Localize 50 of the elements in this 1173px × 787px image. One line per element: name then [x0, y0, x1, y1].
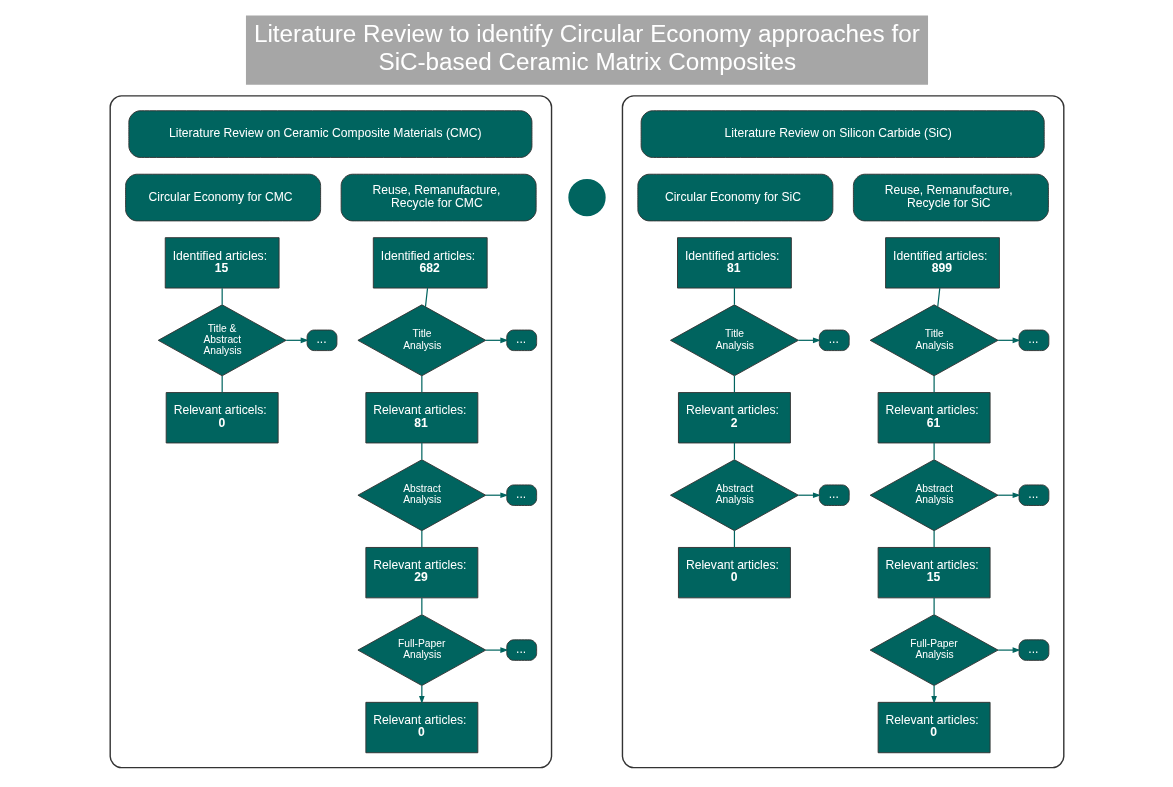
node-box: Relevant articles: 81 [364, 392, 478, 444]
node-box: ... [1018, 484, 1049, 506]
cluster [621, 95, 1064, 769]
node-box: Relevant articles: 0 [364, 701, 478, 754]
node-box: Relevant articles: 0 [877, 701, 991, 754]
node-box: Identified articles: 81 [676, 237, 792, 289]
node-diamond: Title Analysis [356, 304, 486, 377]
node-diamond: Title Analysis [669, 304, 799, 377]
node-box: ... [505, 639, 537, 661]
node-box: Reuse, Remanufacture, Recycle for SiC [852, 173, 1049, 222]
connector [936, 287, 940, 308]
node-box: Relevant articles: 0 [677, 547, 791, 599]
diagram-title: Literature Review to identify Circular Economy approaches for SiC-based Ceramic Matrix Composites [253, 20, 920, 75]
node-box: Literature Review on Ceramic Composite Materials (CMC) [127, 110, 532, 158]
node-box: Literature Review on Silicon Carbide (SiC) [640, 110, 1045, 158]
node-box: ... [306, 329, 337, 352]
connector [933, 530, 935, 548]
node-box: ... [1018, 639, 1049, 661]
node-box: Relevant articles: 2 [677, 392, 791, 444]
node-box: Relevant articels: 0 [165, 392, 279, 444]
arrow [484, 647, 508, 653]
node-box: Relevant articles: 61 [877, 392, 991, 444]
node-box: ... [505, 484, 537, 506]
node-box: ... [505, 329, 537, 352]
node-box: ... [818, 329, 850, 352]
node-box: Circular Economy for CMC [124, 173, 321, 222]
node-diamond: Abstract Analysis [669, 459, 799, 532]
node-box: Circular Economy for SiC [636, 173, 833, 222]
node-box: Identified articles: 899 [884, 237, 1000, 289]
node-diamond: Title Analysis [869, 304, 998, 377]
arrow [930, 685, 937, 705]
node-box: Reuse, Remanufacture, Recycle for CMC [340, 173, 537, 222]
node-box: Relevant articles: 15 [877, 547, 991, 599]
node-diamond: Title & Abstract Analysis [157, 304, 287, 377]
node-diamond: Abstract Analysis [869, 459, 998, 532]
arrow [996, 647, 1021, 653]
node-diamond: Abstract Analysis [356, 459, 486, 532]
connector [424, 287, 428, 308]
node-box: Identified articles: 15 [164, 237, 280, 289]
node-diamond: Full-Paper Analysis [869, 614, 998, 686]
node-box: Relevant articles: 29 [364, 547, 478, 599]
node-circle [565, 176, 608, 219]
node-box: Identified articles: 682 [372, 237, 488, 289]
node-box: ... [818, 484, 850, 506]
connector [933, 375, 935, 394]
cluster [109, 95, 552, 769]
node-diamond: Full-Paper Analysis [356, 614, 486, 686]
connector [933, 597, 935, 616]
connector [933, 442, 935, 461]
node-box: ... [1018, 329, 1049, 352]
